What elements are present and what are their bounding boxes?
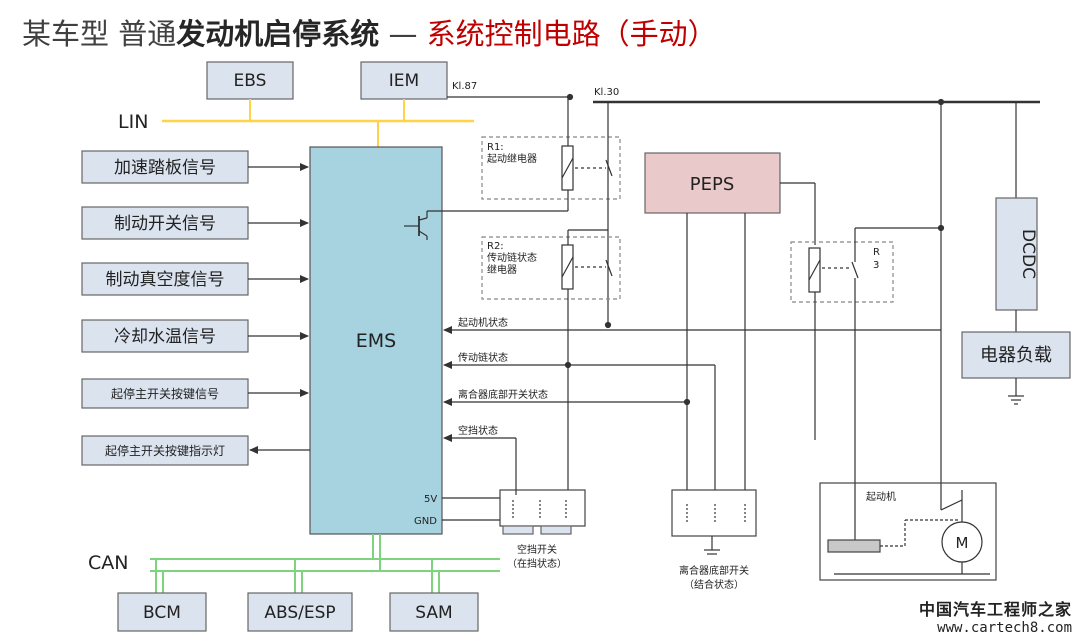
sam-label: SAM	[415, 603, 452, 623]
input-label-coolant: 冷却水温信号	[114, 327, 216, 347]
r3-switch	[851, 261, 859, 279]
neutral-switch-knob-1	[502, 525, 534, 535]
r1-id-label: R1:	[487, 142, 504, 153]
ebs-label: EBS	[234, 71, 267, 91]
abs-module	[247, 592, 353, 632]
engine-state-label: 起动机状态	[458, 316, 508, 329]
lin-label: LIN	[118, 111, 148, 133]
r2-name-label-1: 传动链状态	[487, 251, 537, 264]
r2-coil-mark	[561, 256, 574, 278]
input-box-lamp	[81, 435, 249, 466]
r1-relay-box	[481, 136, 621, 200]
r1-switch	[605, 159, 613, 177]
peps-module	[644, 152, 781, 214]
r2-id-label: R2:	[487, 241, 504, 252]
ebs-module	[206, 61, 294, 100]
transistor-e	[418, 230, 428, 237]
r3-relay-box	[790, 241, 894, 303]
title-separator: —	[379, 17, 427, 51]
load-label: 电器负载	[980, 345, 1052, 366]
r2-name-label-2: 继电器	[487, 263, 517, 276]
input-box-coolant	[81, 319, 249, 353]
r3-coil-mark	[808, 259, 821, 281]
r3-label-a: R	[873, 247, 880, 258]
input-box-brake	[81, 206, 249, 240]
input-label-accel: 加速踏板信号	[114, 158, 216, 178]
pin-gnd-label: GND	[414, 516, 437, 527]
kl87-label: Kl.87	[452, 81, 477, 92]
clutch-switch-label-2: （结合状态）	[684, 578, 744, 591]
input-box-vacuum	[81, 262, 249, 296]
ems-label: EMS	[356, 330, 396, 352]
input-label-switch: 起停主开关按键信号	[111, 386, 219, 401]
transistor-c	[418, 217, 428, 221]
neutral-switch-label-2: （在挡状态）	[507, 557, 567, 570]
starter-motor-label: M	[956, 534, 969, 552]
clutch-state-label: 离合器底部开关状态	[458, 388, 548, 401]
driveline-state-label: 传动链状态	[458, 351, 508, 364]
clutch-switch-label-1: 离合器底部开关	[679, 564, 749, 577]
iem-module	[360, 61, 448, 100]
title-subtitle: 系统控制电路（手动）	[426, 17, 717, 51]
kl30-label: Kl.30	[594, 87, 619, 98]
title-prefix: 某车型 普通	[22, 17, 177, 51]
starter-solenoid	[827, 539, 881, 553]
r1-name-label: 起动继电器	[487, 152, 537, 165]
watermark-url: www.cartech8.com	[937, 620, 1072, 636]
input-label-vacuum: 制动真空度信号	[106, 270, 225, 290]
dcdc-module	[995, 197, 1038, 311]
neutral-state-label: 空挡状态	[458, 424, 498, 437]
watermark: 中国汽车工程师之家 www.cartech8.com	[919, 596, 1072, 636]
input-label-brake: 制动开关信号	[114, 214, 216, 234]
dcdc-label: DCDC	[1018, 229, 1038, 279]
starter-label: 起动机	[866, 490, 896, 503]
engine-state-node	[604, 321, 612, 329]
r1-coil-mark	[561, 157, 574, 179]
bcm-module	[117, 592, 207, 632]
sam-module	[389, 592, 479, 632]
watermark-cn: 中国汽车工程师之家	[918, 600, 1072, 619]
input-label-lamp: 起停主开关按键指示灯	[105, 443, 225, 458]
neutral-switch-knob-2	[540, 525, 572, 535]
clutch-switch-box	[671, 489, 757, 537]
r3-label-b: 3	[873, 260, 879, 271]
page-title: 某车型 普通发动机启停系统 — 系统控制电路（手动）	[22, 14, 717, 54]
abs-label: ABS/ESP	[264, 603, 335, 623]
r2-switch	[605, 259, 613, 277]
pin-5v-label: 5V	[424, 494, 437, 505]
input-box-switch	[81, 378, 249, 409]
can-label: CAN	[88, 552, 128, 574]
r2-relay-box	[481, 236, 621, 300]
bcm-label: BCM	[143, 603, 181, 623]
title-main: 发动机启停系统	[176, 17, 380, 51]
iem-label: IEM	[389, 71, 419, 91]
starter-contact	[940, 499, 963, 511]
neutral-switch-label-1: 空挡开关	[517, 543, 557, 556]
peps-label: PEPS	[690, 174, 735, 195]
ems-module	[309, 146, 443, 535]
starter-box	[819, 482, 997, 581]
